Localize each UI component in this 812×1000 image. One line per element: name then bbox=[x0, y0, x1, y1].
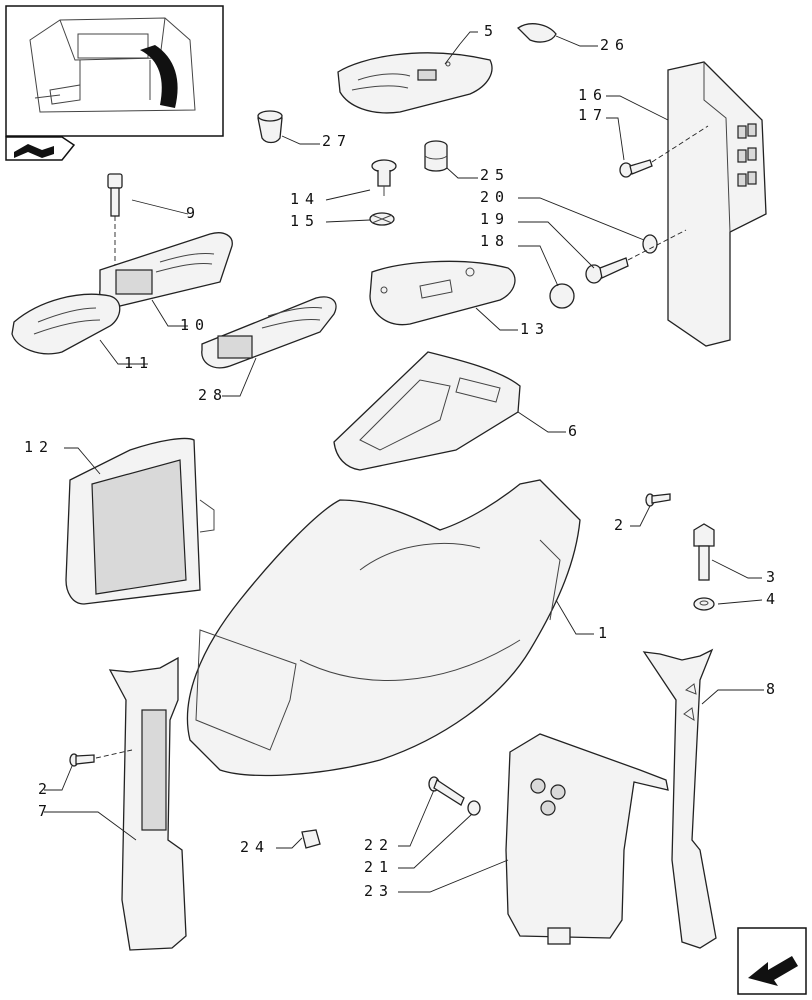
part-22-screw[interactable] bbox=[428, 776, 465, 806]
callout-3[interactable]: 3 bbox=[766, 568, 781, 586]
callout-5[interactable]: 5 bbox=[484, 22, 499, 40]
part-27-plug[interactable] bbox=[257, 110, 283, 144]
part-8-right-pillar[interactable] bbox=[642, 648, 717, 949]
callout-15[interactable]: 15 bbox=[290, 212, 320, 230]
part-5-top-cover[interactable] bbox=[337, 52, 493, 114]
part-16-pillar-bracket[interactable] bbox=[667, 61, 767, 347]
callout-12[interactable]: 12 bbox=[24, 438, 54, 456]
part-20-washer[interactable] bbox=[642, 234, 658, 254]
part-12-frame[interactable] bbox=[65, 437, 215, 605]
open-book-icon[interactable] bbox=[5, 136, 76, 161]
part-28-cover-plate[interactable] bbox=[201, 296, 337, 369]
part-2-screw-right[interactable] bbox=[645, 493, 671, 507]
part-19-bolt[interactable] bbox=[585, 229, 687, 284]
callout-14[interactable]: 14 bbox=[290, 190, 320, 208]
callout-21[interactable]: 21 bbox=[364, 858, 394, 876]
callout-1[interactable]: 1 bbox=[598, 624, 613, 642]
part-24-clip[interactable] bbox=[301, 829, 321, 849]
part-17-screw[interactable] bbox=[619, 125, 709, 178]
callout-22[interactable]: 22 bbox=[364, 836, 394, 854]
callout-13[interactable]: 13 bbox=[520, 320, 550, 338]
callout-10[interactable]: 10 bbox=[180, 316, 210, 334]
callout-17[interactable]: 17 bbox=[578, 106, 608, 124]
part-25-grommet[interactable] bbox=[424, 140, 448, 172]
callout-28[interactable]: 28 bbox=[198, 386, 228, 404]
part-3-bolt[interactable] bbox=[693, 523, 715, 581]
callout-23[interactable]: 23 bbox=[364, 882, 394, 900]
part-14-push-fastener[interactable] bbox=[371, 159, 397, 196]
part-15-clip[interactable] bbox=[369, 212, 395, 226]
part-4-washer[interactable] bbox=[693, 597, 715, 611]
callout-20[interactable]: 20 bbox=[480, 188, 510, 206]
callout-26[interactable]: 26 bbox=[600, 36, 630, 54]
part-10-cover-plate[interactable] bbox=[99, 232, 233, 307]
part-23-rear-panel[interactable] bbox=[505, 733, 669, 945]
callout-8[interactable]: 8 bbox=[766, 680, 781, 698]
callout-2-right[interactable]: 2 bbox=[614, 516, 629, 534]
callout-19[interactable]: 19 bbox=[480, 210, 510, 228]
part-9-bolt[interactable] bbox=[107, 173, 123, 290]
part-26-cap[interactable] bbox=[516, 23, 557, 43]
locator-thumbnail[interactable] bbox=[5, 5, 224, 137]
callout-11[interactable]: 11 bbox=[124, 354, 154, 372]
part-13-side-cover[interactable] bbox=[369, 260, 516, 326]
part-11-pad[interactable] bbox=[11, 293, 121, 355]
callout-7[interactable]: 7 bbox=[38, 802, 53, 820]
part-18-cap[interactable] bbox=[549, 283, 575, 309]
callout-2-left[interactable]: 2 bbox=[38, 780, 53, 798]
callout-16[interactable]: 16 bbox=[578, 86, 608, 104]
callout-9[interactable]: 9 bbox=[186, 204, 201, 222]
leader-lines bbox=[44, 31, 764, 893]
part-6-housing[interactable] bbox=[333, 351, 521, 471]
part-7-left-pillar[interactable] bbox=[108, 656, 187, 951]
part-1-main-console[interactable] bbox=[186, 479, 581, 777]
callout-labels: 5 26 16 17 27 25 20 19 18 14 15 9 10 11 … bbox=[24, 22, 781, 900]
callout-24[interactable]: 24 bbox=[240, 838, 270, 856]
part-21-washer[interactable] bbox=[467, 800, 481, 816]
previous-page-arrow-icon[interactable] bbox=[737, 927, 807, 995]
callout-18[interactable]: 18 bbox=[480, 232, 510, 250]
callout-6[interactable]: 6 bbox=[568, 422, 583, 440]
callout-4[interactable]: 4 bbox=[766, 590, 781, 608]
callout-27[interactable]: 27 bbox=[322, 132, 352, 150]
callout-25[interactable]: 25 bbox=[480, 166, 510, 184]
part-2-screw-left[interactable] bbox=[69, 749, 133, 767]
highlighted-part-icon bbox=[140, 45, 178, 108]
